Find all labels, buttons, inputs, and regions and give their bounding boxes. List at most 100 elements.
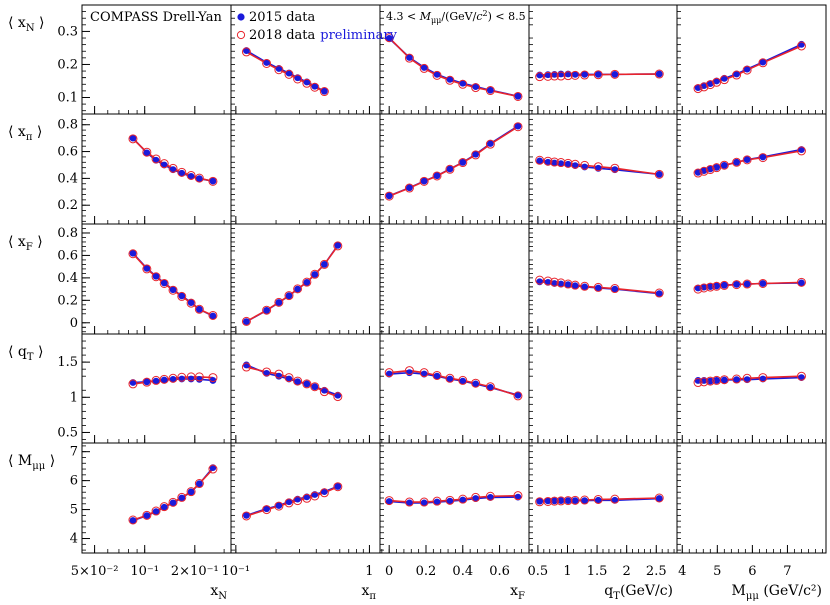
- point-2015: [713, 377, 721, 384]
- xtick-label: 2: [623, 564, 631, 579]
- point-2018: [445, 164, 455, 174]
- point-2018: [563, 158, 573, 168]
- point-2018: [570, 159, 580, 169]
- point-2018: [208, 176, 218, 186]
- point-2018: [274, 65, 284, 75]
- point-2015: [243, 47, 250, 54]
- point-2015: [486, 140, 494, 147]
- point-2018: [168, 497, 178, 507]
- point-2015: [243, 511, 250, 519]
- ytick-label: 0: [70, 316, 78, 331]
- point-2015: [713, 282, 721, 290]
- ytick-label: 1.5: [57, 355, 78, 370]
- point-2015: [571, 497, 579, 505]
- ytick-label: 0.5: [57, 425, 78, 440]
- point-2015: [385, 498, 393, 505]
- panel-series-r3-c0: [128, 372, 218, 389]
- point-2018: [159, 278, 169, 288]
- col-label-xN: xN: [210, 583, 227, 602]
- ytick-label: 0.4: [57, 171, 78, 186]
- point-2018: [471, 83, 481, 93]
- point-2018: [513, 491, 523, 501]
- point-2015: [713, 163, 721, 171]
- point-2018: [719, 75, 729, 85]
- xtick-label: 2.5: [646, 564, 667, 579]
- point-2015: [311, 383, 319, 391]
- point-2018: [699, 377, 709, 387]
- point-2018: [274, 297, 284, 307]
- panel-series-r2-c1: [241, 241, 343, 326]
- ytick-label: 0.8: [57, 118, 78, 133]
- point-2015: [446, 75, 454, 83]
- panel-series-r3-c1: [241, 361, 343, 402]
- point-2018: [284, 373, 294, 383]
- point-2015: [733, 158, 740, 166]
- point-2015: [385, 34, 393, 42]
- point-2018: [419, 63, 429, 73]
- legend-2018-marker: [236, 30, 246, 40]
- xtick-label: 10⁻¹: [222, 564, 251, 579]
- point-2015: [655, 70, 663, 78]
- panel-frame-r2-c2: [379, 223, 530, 335]
- point-2018: [142, 510, 152, 520]
- panel-frame-r1-c0: [81, 113, 232, 225]
- point-2018: [593, 494, 603, 504]
- point-2018: [699, 283, 709, 293]
- point-2015: [406, 499, 413, 507]
- point-2018: [758, 373, 768, 383]
- point-2015: [385, 370, 393, 378]
- panel-series-r0-c2: [384, 33, 523, 101]
- point-2015: [275, 65, 283, 72]
- ytick-label: 0.2: [57, 57, 78, 72]
- point-2015: [178, 292, 186, 300]
- point-2015: [536, 497, 544, 505]
- point-2015: [303, 380, 311, 388]
- point-2015: [285, 69, 293, 77]
- point-2018: [128, 249, 138, 259]
- point-2015: [733, 280, 740, 288]
- panel-frame-r3-c3: [528, 333, 678, 444]
- point-2015: [472, 495, 480, 502]
- point-2015: [706, 165, 714, 173]
- point-2018: [513, 91, 523, 101]
- panel-frames: [81, 4, 827, 554]
- point-2018: [742, 373, 752, 383]
- point-2015: [334, 391, 342, 399]
- point-2018: [485, 382, 495, 392]
- panel-frame-r3-c1: [230, 333, 381, 444]
- point-2018: [471, 378, 481, 388]
- point-2018: [208, 464, 218, 474]
- point-2018: [310, 491, 320, 501]
- panel-frame-r1-c2: [379, 113, 530, 225]
- panel-frame-r4-c4: [676, 442, 827, 554]
- point-2015: [655, 290, 663, 297]
- point-2018: [384, 496, 394, 506]
- panel-frame-r3-c2: [379, 333, 530, 444]
- point-2015: [152, 156, 160, 164]
- point-2015: [759, 153, 767, 161]
- point-2018: [186, 170, 196, 180]
- point-2018: [432, 496, 442, 506]
- point-2015: [544, 158, 552, 166]
- point-2015: [285, 375, 293, 383]
- point-2015: [143, 149, 151, 157]
- point-2018: [610, 494, 620, 504]
- point-2015: [459, 158, 467, 166]
- point-2015: [557, 160, 565, 168]
- col-label-xpi: xπ: [362, 583, 377, 602]
- point-2015: [143, 264, 151, 272]
- panel-series-r4-c1: [241, 482, 343, 521]
- xtick-label: 0.2: [416, 564, 437, 579]
- panel-frame-r0-c3: [528, 4, 678, 115]
- xtick-label: 10⁻¹: [130, 564, 159, 579]
- point-2015: [472, 150, 480, 158]
- point-2018: [654, 69, 664, 79]
- point-2015: [571, 162, 579, 170]
- axis-ticks: 0.10.20.30.20.40.60.800.20.40.60.80.511.…: [57, 4, 823, 579]
- point-2015: [611, 496, 619, 504]
- point-2018: [151, 154, 161, 164]
- point-2015: [263, 59, 271, 66]
- point-2018: [693, 378, 703, 388]
